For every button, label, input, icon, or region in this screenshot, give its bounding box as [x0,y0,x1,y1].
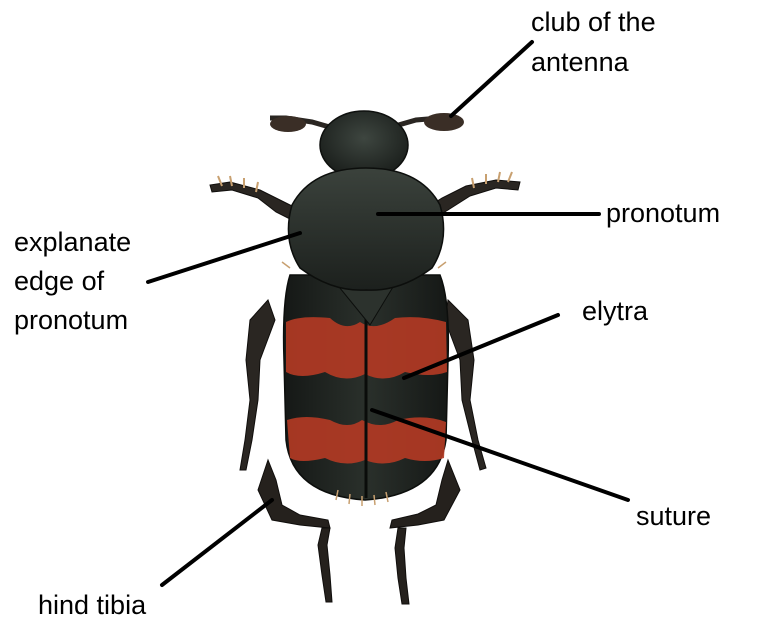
club-leader-line [451,42,532,116]
label-hind-tibia: hind tibia [38,590,147,620]
label-pronotum: pronotum [606,198,720,228]
label-suture: suture [636,501,711,531]
label-elytra: elytra [582,296,649,326]
elytra-shape [284,275,449,500]
label-explanate-line1: explanate [14,227,131,257]
pronotum-shape [288,168,443,290]
label-explanate-line3: pronotum [14,305,128,335]
left-antenna-club [270,116,306,132]
label-club-line1: club of the [531,7,656,37]
right-antenna-club [424,113,464,131]
hind-tibia-leader-line [162,500,272,585]
explanate-leader-line [148,233,300,282]
label-explanate-line2: edge of [14,266,105,296]
label-club-line2: antenna [531,47,630,77]
beetle-illustration [210,111,520,604]
